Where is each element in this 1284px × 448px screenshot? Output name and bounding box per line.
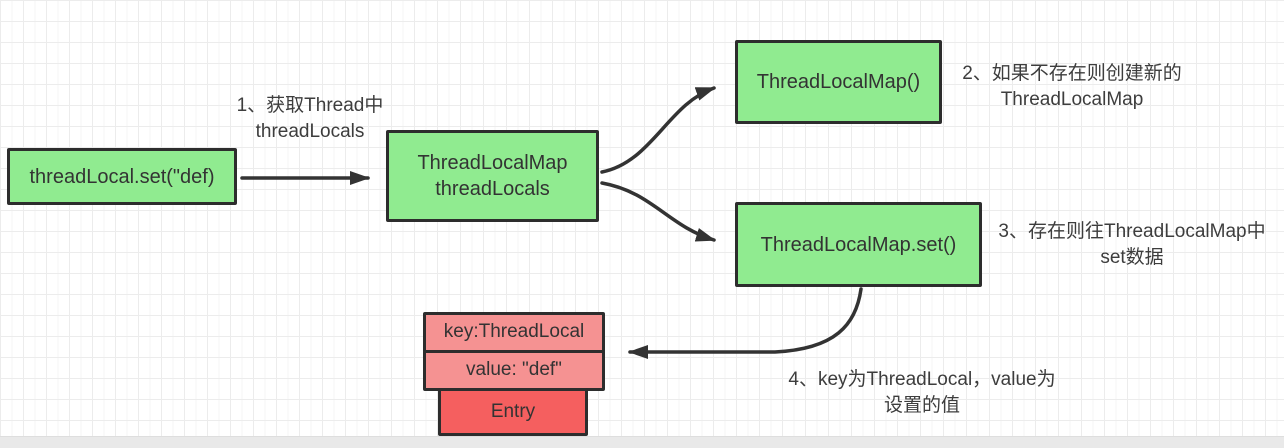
step2-annotation: 2、如果不存在则创建新的 ThreadLocalMap bbox=[942, 61, 1202, 113]
arrow-map-to-constructor bbox=[600, 86, 716, 174]
entry-key-label: key:ThreadLocal bbox=[443, 321, 585, 343]
arrow-map-to-set bbox=[600, 181, 716, 242]
step4-line2: 设置的值 bbox=[883, 395, 960, 416]
start-node: threadLocal.set("def) bbox=[7, 148, 237, 205]
step4-line1: 4、key为ThreadLocal，value为 bbox=[788, 369, 1056, 390]
entry-value-cell: value: "def" bbox=[423, 350, 605, 391]
threadlocals-node-line2: threadLocals bbox=[435, 178, 550, 200]
set-node: ThreadLocalMap.set() bbox=[735, 202, 982, 287]
threadlocals-node: ThreadLocalMap threadLocals bbox=[386, 130, 599, 222]
arrow-set-to-entry bbox=[628, 287, 863, 359]
step1-annotation: 1、获取Thread中 threadLocals bbox=[205, 93, 415, 145]
bottom-edge-bar bbox=[0, 436, 1284, 448]
constructor-node-label: ThreadLocalMap() bbox=[756, 71, 921, 93]
entry-value-label: value: "def" bbox=[466, 359, 562, 381]
step3-line2: set数据 bbox=[1100, 247, 1164, 268]
set-node-label: ThreadLocalMap.set() bbox=[760, 233, 957, 256]
start-node-label: threadLocal.set("def) bbox=[29, 165, 215, 188]
step1-line1: 1、获取Thread中 bbox=[236, 95, 384, 116]
entry-title-label: Entry bbox=[490, 400, 536, 422]
entry-key-cell: key:ThreadLocal bbox=[423, 312, 605, 353]
threadlocals-node-line1: ThreadLocalMap bbox=[417, 152, 568, 174]
step2-line2: ThreadLocalMap bbox=[1000, 89, 1144, 110]
step3-line1: 3、存在则往ThreadLocalMap中 bbox=[998, 221, 1266, 242]
constructor-node: ThreadLocalMap() bbox=[735, 40, 942, 124]
step4-annotation: 4、key为ThreadLocal，value为 设置的值 bbox=[762, 367, 1082, 419]
step1-line2: threadLocals bbox=[255, 121, 365, 142]
entry-title-box: Entry bbox=[438, 388, 588, 436]
step3-annotation: 3、存在则往ThreadLocalMap中 set数据 bbox=[982, 219, 1282, 271]
step2-line1: 2、如果不存在则创建新的 bbox=[962, 63, 1182, 84]
